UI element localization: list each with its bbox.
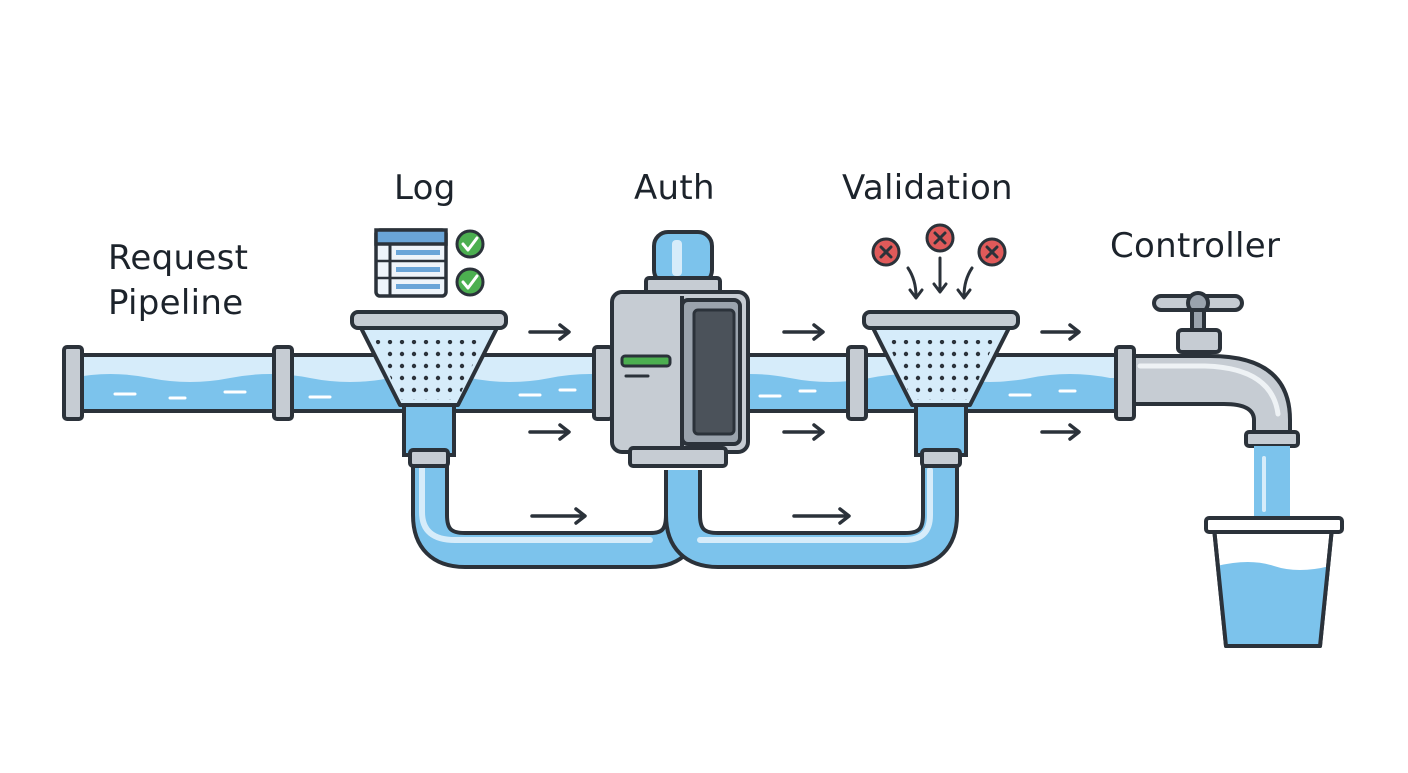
stage-label-log: Log: [394, 168, 456, 208]
pipe-flange-right: [1114, 345, 1136, 421]
stage-label-controller: Controller: [1110, 226, 1281, 266]
auth-device: [610, 230, 750, 468]
arrow-right-icon: [1040, 423, 1081, 441]
bypass-pipe-left: [411, 462, 702, 569]
log-list-icon: [374, 228, 448, 298]
pipe-flange-3: [846, 345, 868, 421]
x-mark-icon: [871, 237, 901, 267]
arrow-right-icon: [528, 423, 571, 441]
bucket-icon: [1204, 516, 1344, 648]
diagram-title-line1: Request: [108, 238, 249, 278]
checkmark-icon: [455, 267, 485, 297]
bypass-pipe-right: [664, 462, 959, 569]
arrow-right-icon: [1040, 323, 1081, 341]
faucet-icon: [1132, 291, 1300, 448]
arrow-right-icon: [528, 323, 571, 341]
water-stream: [1254, 446, 1290, 522]
checkmark-icon: [455, 229, 485, 259]
arrow-right-icon: [782, 423, 825, 441]
x-mark-icon: [977, 237, 1007, 267]
arrow-right-icon: [530, 507, 587, 525]
validation-funnel: [862, 310, 1020, 468]
flow-arrows: [528, 323, 1081, 525]
x-mark-icon: [925, 223, 955, 253]
pipe-flange-2: [592, 345, 614, 421]
stage-label-validation: Validation: [842, 168, 1013, 208]
reject-arrows: [906, 256, 974, 300]
pipe-flange-left: [62, 345, 84, 421]
arrow-right-icon: [792, 507, 851, 525]
arrow-right-icon: [782, 323, 825, 341]
pipe-flange-1: [272, 345, 294, 421]
stage-label-auth: Auth: [634, 168, 715, 208]
log-funnel: [350, 310, 508, 468]
diagram-title-line2: Pipeline: [108, 283, 244, 323]
